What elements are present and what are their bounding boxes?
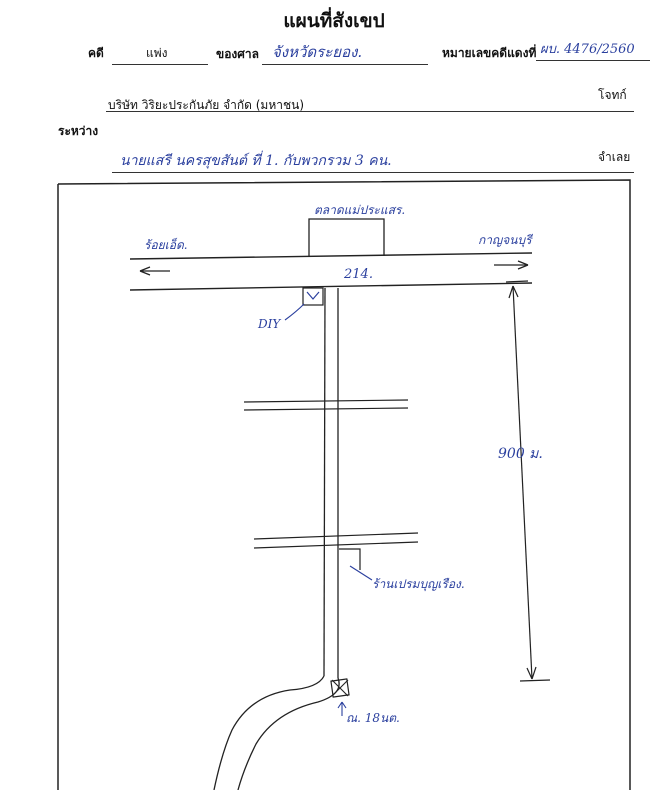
shop-label: DIY <box>257 317 281 331</box>
destination-label: ณ. 18นต. <box>346 711 400 725</box>
plaintiff-name: บริษัท วิริยะประกันภัย จำกัด (มหาชน) <box>108 98 305 112</box>
landmark-pointer-line <box>349 565 373 581</box>
soi-left-edge <box>323 287 326 677</box>
lane-right-edge <box>237 677 340 790</box>
map-frame <box>57 179 631 790</box>
cross-road-2-top <box>253 532 419 540</box>
highway-top-edge <box>129 252 533 260</box>
landmark-box <box>339 548 361 570</box>
case-no-underline <box>536 60 650 61</box>
road-number-label: 214. <box>343 267 373 282</box>
defendant-name: นายแสรี นครสุขสันต์ ที่ 1. กับพวกรวม 3 ค… <box>120 153 392 169</box>
market-label: ตลาดแม่ประแสร. <box>314 203 405 217</box>
landmark-label: ร้านเปรมบุญเรือง. <box>372 577 465 592</box>
case-no: ผบ. 4476/2560 <box>540 42 635 57</box>
defendant-role: จำเลย <box>598 150 631 164</box>
case-type-underline <box>112 64 208 65</box>
distance-arrow-top-icon <box>508 285 519 299</box>
shop-box <box>302 287 324 306</box>
distance-line <box>512 285 533 680</box>
case-label: คดี <box>88 46 104 60</box>
west-label: ร้อยเอ็ด. <box>144 237 188 252</box>
distance-label: 900 ม. <box>498 446 543 462</box>
lane-left-edge <box>213 675 325 790</box>
destination-box <box>330 678 350 698</box>
shop-pointer-line <box>284 303 305 321</box>
court-name: จังหวัดระยอง. <box>272 43 363 61</box>
case-type: แพ่ง <box>146 46 168 60</box>
east-label: กาญจนบุรี <box>478 233 534 248</box>
destination-x-icon <box>331 679 349 697</box>
court-underline <box>262 64 428 65</box>
between-label: ระหว่าง <box>58 124 99 138</box>
cross-road-2-bottom <box>253 541 419 549</box>
page-title: แผนที่สังเขป <box>283 10 385 32</box>
cross-road-1-top <box>243 399 409 403</box>
cross-road-1-bottom <box>243 407 409 411</box>
distance-arrow-bottom-icon <box>526 666 537 680</box>
shop-mark-icon <box>306 291 320 300</box>
defendant-underline <box>112 172 634 173</box>
plaintiff-underline <box>106 111 634 112</box>
plaintiff-role: โจทก์ <box>598 88 627 102</box>
case-no-label: หมายเลขคดีแดงที่ <box>442 46 537 60</box>
market-building <box>308 218 385 257</box>
highway-bottom-edge <box>129 282 533 291</box>
court-label: ของศาล <box>216 47 259 61</box>
